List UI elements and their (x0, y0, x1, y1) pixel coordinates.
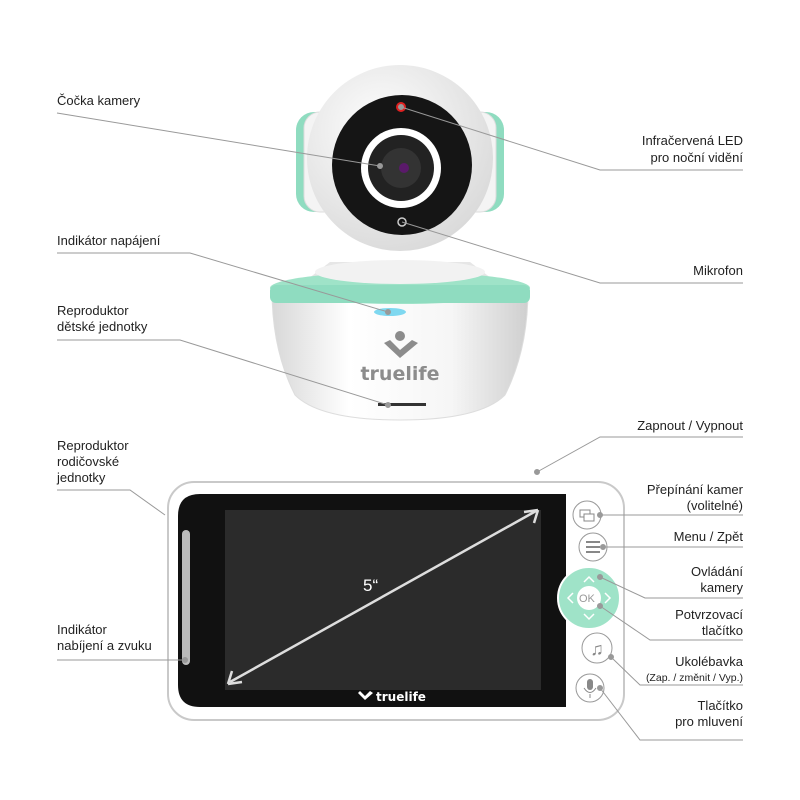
ok-label: OK (579, 593, 595, 605)
parent-unit-monitor: truelife ♫ (167, 481, 625, 721)
label-charge-indicator-1: Indikátor (57, 622, 107, 637)
label-power-indicator: Indikátor napájení (57, 233, 161, 248)
lullaby-button (581, 632, 613, 664)
label-camera-control-1: Ovládání (690, 564, 743, 579)
label-ir-led-1: Infračervená LED (641, 133, 743, 148)
label-menu: Menu / Zpět (673, 529, 743, 544)
charge-indicator-bar (182, 530, 190, 665)
speaker-grille (378, 403, 426, 406)
svg-text:♫: ♫ (590, 639, 604, 659)
label-camera-switch-1: Přepínání kamer (646, 482, 743, 497)
label-microphone: Mikrofon (693, 263, 743, 278)
label-baby-speaker-2: dětské jednotky (57, 319, 148, 334)
ok-button (577, 586, 601, 610)
svg-text:truelife: truelife (360, 363, 439, 385)
label-lullaby-1: Ukolébavka (675, 654, 743, 669)
label-talk-2: pro mluvení (675, 714, 743, 729)
screen-size-label: 5“ (363, 576, 379, 595)
label-parent-speaker-2: rodičovské (57, 454, 120, 469)
label-baby-speaker-1: Reproduktor (57, 303, 129, 318)
label-lullaby-2: (Zap. / změnit / Vyp.) (645, 672, 743, 684)
label-charge-indicator-2: nabíjení a zvuku (57, 638, 152, 653)
label-confirm-2: tlačítko (701, 623, 743, 638)
leader-lines (56, 104, 743, 741)
label-ir-led-2: pro noční vidění (650, 150, 743, 165)
monitor-logo: truelife (358, 690, 426, 704)
microphone-hole (397, 217, 407, 227)
label-parent-speaker-1: Reproduktor (57, 438, 129, 453)
svg-text:truelife: truelife (376, 690, 426, 704)
label-camera-control-2: kamery (700, 580, 743, 595)
label-parent-speaker-3: jednotky (57, 470, 106, 485)
label-camera-switch-2: (volitelné) (686, 498, 743, 513)
label-confirm-1: Potvrzovací (675, 607, 743, 622)
baby-unit-camera: truelife (270, 65, 530, 421)
label-talk-1: Tlačítko (697, 698, 743, 713)
truelife-logo: truelife (360, 331, 440, 385)
label-lens: Čočka kamery (57, 93, 141, 108)
label-power-switch: Zapnout / Vypnout (637, 418, 743, 433)
